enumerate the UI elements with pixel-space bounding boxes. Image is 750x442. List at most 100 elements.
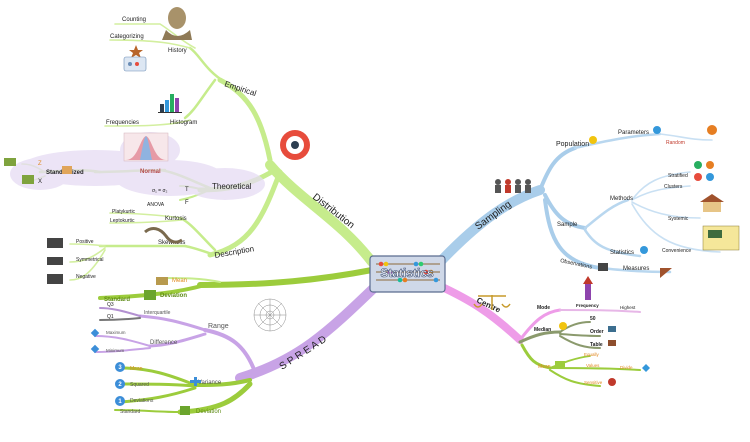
node-population[interactable]: Population: [556, 141, 589, 148]
histogram-icon: [158, 94, 182, 113]
skewness-icons: [47, 238, 63, 284]
node-maximum[interactable]: Maximum: [106, 330, 126, 335]
node-convenience[interactable]: Convenience: [662, 248, 691, 254]
central-title: Statistics: [380, 266, 434, 280]
spider-web-icon: [253, 298, 287, 332]
node-negative[interactable]: Negative: [76, 274, 96, 280]
node-median[interactable]: Median: [534, 327, 551, 333]
centre-mean-icon: [555, 361, 565, 369]
node-values[interactable]: Values: [586, 363, 600, 368]
node-difference[interactable]: Difference: [150, 340, 178, 346]
abacus-icon: [376, 261, 440, 283]
deviation-icon: [144, 290, 156, 300]
node-q3[interactable]: Q3: [107, 302, 114, 308]
star-icon: [129, 45, 143, 58]
spread-number-markers: 3 2 1: [115, 362, 125, 406]
node-minimum[interactable]: Minimum: [106, 348, 125, 353]
node-formula: σ₁ = σ₂: [152, 188, 168, 194]
caesar-bust-icon: [162, 7, 192, 40]
scales-icon: [473, 295, 511, 310]
random-icons: [694, 125, 717, 181]
node-highest[interactable]: Highest: [620, 305, 636, 310]
node-statistics[interactable]: Statistics: [610, 250, 634, 256]
ruler-icon: [660, 268, 672, 278]
table-icon: [608, 340, 616, 346]
node-order[interactable]: Order: [590, 329, 604, 335]
node-platykurtic[interactable]: Platykurtic: [112, 209, 136, 215]
node-variance[interactable]: Variance: [198, 380, 222, 386]
node-f[interactable]: F: [185, 200, 189, 206]
node-clusters[interactable]: Clusters: [664, 184, 683, 190]
standardized-icons: [4, 158, 72, 184]
node-skewness[interactable]: Skewness: [158, 240, 185, 246]
node-frequencies[interactable]: Frequencies: [106, 120, 139, 126]
median-icon: [559, 322, 567, 330]
node-leptokurtic[interactable]: Leptokurtic: [110, 218, 135, 224]
node-systemic[interactable]: Systemic: [668, 216, 689, 222]
node-counting[interactable]: Counting: [122, 17, 146, 23]
divide-icon: [642, 364, 650, 372]
marker-2: 2: [118, 382, 122, 388]
node-sensitive[interactable]: Sensitive: [584, 380, 603, 385]
mean-icon: [156, 277, 168, 285]
node-q1[interactable]: Q1: [107, 314, 114, 320]
abacus-small-icon: [123, 56, 147, 72]
node-interquartile[interactable]: Interquartile: [144, 310, 171, 316]
node-spread-standard[interactable]: Standard: [120, 409, 141, 415]
node-symmetrical[interactable]: Symmetrical: [76, 257, 104, 263]
node-range[interactable]: Range: [208, 323, 229, 330]
node-dist-standard[interactable]: Standard: [104, 297, 130, 303]
node-x[interactable]: X: [38, 179, 42, 185]
node-stratified[interactable]: Stratified: [668, 173, 688, 179]
node-anova[interactable]: ANOVA: [147, 202, 165, 208]
node-history[interactable]: History: [168, 48, 187, 54]
node-sample[interactable]: Sample: [557, 222, 578, 228]
distribution-emblem-icon: [280, 130, 310, 160]
frequency-tower-icon: [583, 276, 593, 300]
population-icon: [589, 136, 597, 144]
node-dist-mean[interactable]: Mean: [172, 278, 187, 284]
people-group-icon: [495, 179, 531, 193]
node-categorizing[interactable]: Categorizing: [110, 34, 144, 40]
branch-spread[interactable]: S P R E A D: [278, 334, 329, 372]
order-icon: [608, 326, 616, 332]
node-parameters[interactable]: Parameters: [618, 130, 649, 136]
lizard-icon: [144, 227, 183, 244]
node-theoretical[interactable]: Theoretical: [212, 182, 252, 191]
classroom-icon: [702, 225, 740, 251]
node-spread-deviation[interactable]: Deviation: [196, 409, 221, 415]
sensitive-icon: [608, 378, 616, 386]
node-equally[interactable]: Equally: [584, 352, 600, 357]
node-divide[interactable]: Divide: [620, 365, 633, 370]
node-centre-mean[interactable]: Mean: [538, 364, 551, 370]
node-methods[interactable]: Methods: [610, 196, 633, 202]
sampling-branches: [435, 132, 721, 274]
node-spread-mean[interactable]: Mean: [130, 366, 143, 372]
node-histogram[interactable]: Histogram: [170, 120, 197, 126]
node-table[interactable]: Table: [590, 342, 603, 348]
central-node[interactable]: Statistics: [369, 255, 446, 293]
normal-curve-icon: [123, 132, 169, 162]
node-description[interactable]: Description: [214, 244, 255, 260]
node-positive[interactable]: Positive: [76, 239, 94, 245]
node-t[interactable]: T: [185, 187, 189, 193]
node-squared[interactable]: Squared: [130, 382, 149, 388]
house-icon: [700, 194, 724, 212]
node-z[interactable]: Z: [38, 161, 42, 167]
node-normal[interactable]: Normal: [140, 169, 161, 175]
node-measures[interactable]: Measures: [623, 266, 649, 272]
branch-sampling[interactable]: Sampling: [473, 199, 513, 232]
parameters-icon: [653, 126, 661, 134]
binoculars-icon: [598, 263, 608, 271]
node-dist-deviation[interactable]: Deviation: [160, 293, 187, 299]
node-mode[interactable]: Mode: [537, 305, 550, 311]
node-frequency[interactable]: Frequency: [576, 303, 599, 308]
node-random[interactable]: Random: [666, 140, 685, 146]
node-fifty[interactable]: 50: [590, 316, 596, 322]
centre-branches: [436, 282, 641, 387]
node-kurtosis[interactable]: Kurtosis: [165, 216, 187, 222]
spread-small-icons: [90, 328, 201, 415]
node-deviations[interactable]: Deviations: [130, 398, 154, 404]
marker-1: 1: [118, 399, 122, 405]
